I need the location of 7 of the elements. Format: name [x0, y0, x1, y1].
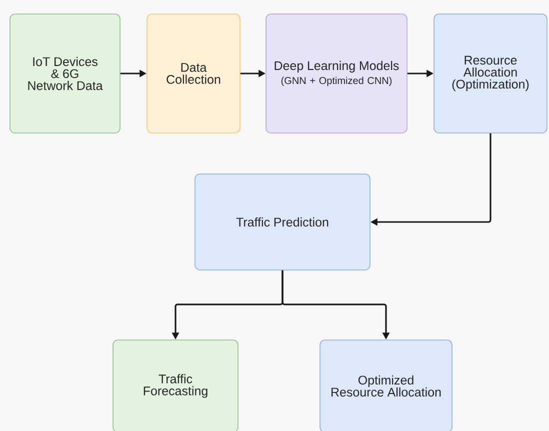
- process-box: Optimized Resource Allocation: [320, 340, 452, 431]
- process-box: Data Collection: [146, 14, 240, 134]
- process-box: Resource Allocation (Optimization): [434, 14, 548, 134]
- process-box: Deep Learning Models (GNN + Optimized CNN): [266, 14, 408, 134]
- process-box: Traffic Forecasting: [112, 340, 238, 431]
- process-box: IoT Devices & 6G Network Data: [10, 14, 120, 134]
- process-box: Traffic Prediction: [194, 174, 370, 270]
